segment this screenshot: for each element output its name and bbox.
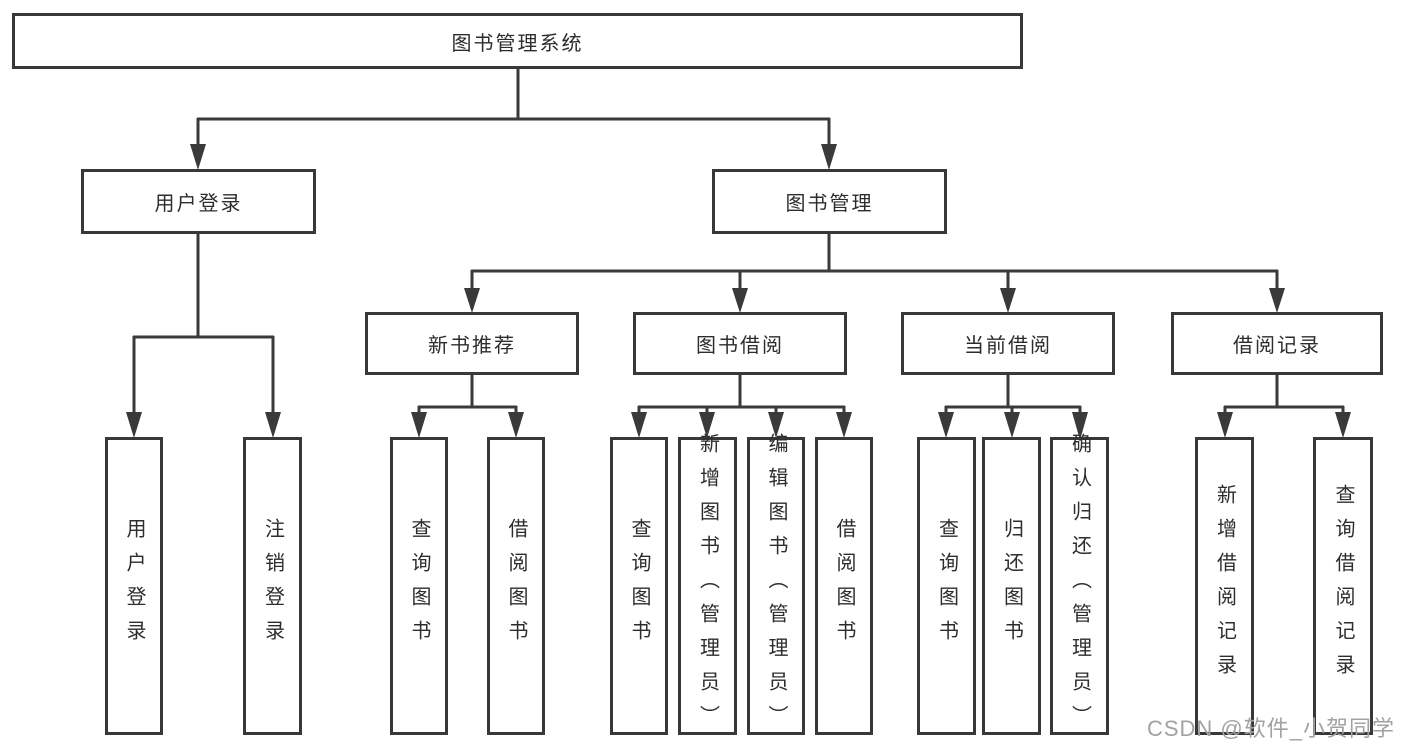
arrowhead [411,412,427,438]
leaf-add-borrow-record: 新增借阅记录 [1195,437,1254,735]
leaf-recommend-borrow-book: 借阅图书 [487,437,545,735]
leaf-borrow-query-book: 查询图书 [610,437,668,735]
arrowhead [1269,288,1285,313]
arrowhead [821,144,837,170]
leaf-borrow-book: 借阅图书 [815,437,873,735]
leaf-return-book: 归还图书 [982,437,1041,735]
node-borrow-records-label: 借阅记录 [1233,335,1321,357]
arrowhead [1000,288,1016,313]
leaf-user-login-label: 用户登录 [123,518,145,654]
node-user-login-module: 用户登录 [81,169,316,234]
node-new-book-recommend: 新书推荐 [365,312,579,375]
leaf-confirm-return-admin-label: 确认归还（管理员） [1068,433,1091,739]
leaf-logout-label: 注销登录 [261,518,284,654]
leaf-edit-book-admin: 编辑图书（管理员） [747,433,805,739]
leaf-add-borrow-record-label: 新增借阅记录 [1213,484,1236,688]
node-new-book-recommend-label: 新书推荐 [428,335,516,357]
watermark: CSDN @软件_小贺同学 [1146,716,1395,741]
node-root: 图书管理系统 [12,13,1023,69]
arrowhead [631,412,647,438]
arrowhead [1004,412,1020,438]
arrowhead [938,412,954,438]
arrowhead [1335,412,1351,438]
arrowhead [1217,412,1233,438]
arrowhead [508,412,524,438]
node-book-management-module-label: 图书管理 [785,193,874,215]
leaf-edit-book-admin-label: 编辑图书（管理员） [765,433,787,739]
leaf-logout: 注销登录 [243,437,302,735]
arrowhead [265,412,281,438]
leaf-query-borrow-record-label: 查询借阅记录 [1332,484,1354,688]
arrowhead [190,144,206,170]
leaf-confirm-return-admin: 确认归还（管理员） [1050,433,1109,739]
leaf-recommend-borrow-book-label: 借阅图书 [505,518,527,654]
leaf-current-query-book: 查询图书 [917,437,976,735]
leaf-add-book-admin: 新增图书（管理员） [678,433,737,739]
leaf-recommend-query-book-label: 查询图书 [408,518,430,654]
node-user-login-module-label: 用户登录 [154,193,243,215]
node-borrow-records: 借阅记录 [1171,312,1383,375]
node-book-borrow: 图书借阅 [633,312,847,375]
leaf-current-query-book-label: 查询图书 [935,518,958,654]
arrowhead [732,288,748,313]
arrowhead [464,288,480,313]
leaf-recommend-query-book: 查询图书 [390,437,448,735]
leaf-borrow-query-book-label: 查询图书 [628,518,650,654]
node-root-label: 图书管理系统 [451,32,584,55]
leaf-borrow-book-label: 借阅图书 [833,518,855,654]
leaf-user-login: 用户登录 [105,437,163,735]
arrowhead [836,412,852,438]
node-book-borrow-label: 图书借阅 [696,335,784,357]
leaf-return-book-label: 归还图书 [1000,518,1023,654]
leaf-query-borrow-record: 查询借阅记录 [1313,437,1373,735]
arrowhead [126,412,142,438]
node-current-borrow-label: 当前借阅 [964,335,1052,357]
node-current-borrow: 当前借阅 [901,312,1115,375]
node-book-management-module: 图书管理 [712,169,947,234]
leaf-add-book-admin-label: 新增图书（管理员） [696,433,719,739]
